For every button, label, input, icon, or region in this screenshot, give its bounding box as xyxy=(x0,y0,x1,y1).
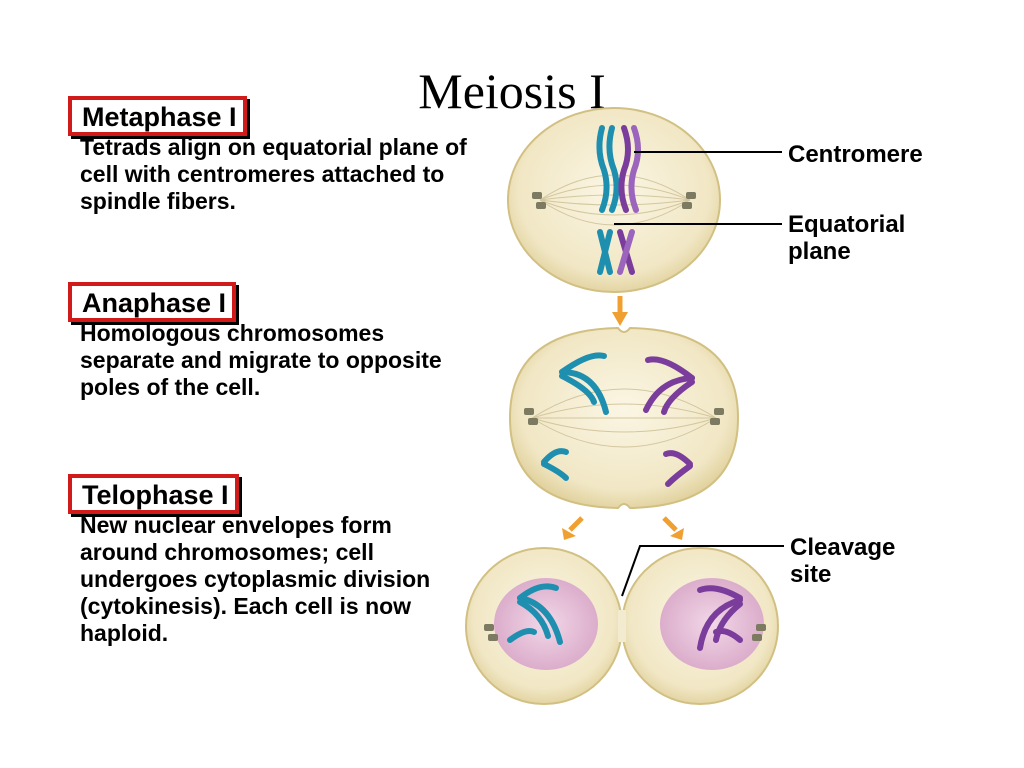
slide-title: Meiosis I xyxy=(418,62,606,119)
callout-leaders xyxy=(614,151,784,597)
centriole-icon xyxy=(484,624,766,641)
tetrad-upper xyxy=(596,125,641,213)
chromosomes-left xyxy=(541,352,609,481)
stage-telophase: Telophase I New nuclear envelopes form a… xyxy=(68,474,460,647)
spindle-fibers xyxy=(531,388,717,448)
anaphase-cell xyxy=(508,326,740,510)
stage-heading: Telophase I xyxy=(68,474,239,514)
arrow-icon xyxy=(612,296,628,326)
stage-heading: Anaphase I xyxy=(68,282,237,322)
centriole-icon xyxy=(524,408,724,425)
stage-description: Homologous chromosomes separate and migr… xyxy=(80,320,442,400)
tetrad-lower xyxy=(597,229,635,275)
telophase-cells xyxy=(465,547,779,705)
callout-centromere: Centromere xyxy=(788,141,923,168)
stage-heading: Metaphase I xyxy=(68,96,247,136)
callout-cleavage-site: Cleavage site xyxy=(790,534,896,588)
callout-equatorial-plane: Equatorial plane xyxy=(788,211,906,265)
leader-cleavage xyxy=(621,545,784,597)
stage-description: Tetrads align on equatorial plane of cel… xyxy=(80,134,467,214)
stage-anaphase: Anaphase I Homologous chromosomes separa… xyxy=(68,282,450,401)
stage-metaphase: Metaphase I Tetrads align on equatorial … xyxy=(68,96,480,215)
chromosomes-right xyxy=(643,356,695,487)
arrow-icon xyxy=(562,516,684,540)
stage-description: New nuclear envelopes form around chromo… xyxy=(80,512,431,646)
nucleus xyxy=(660,578,764,670)
metaphase-cell xyxy=(507,107,721,293)
centriole-icon xyxy=(532,192,696,209)
